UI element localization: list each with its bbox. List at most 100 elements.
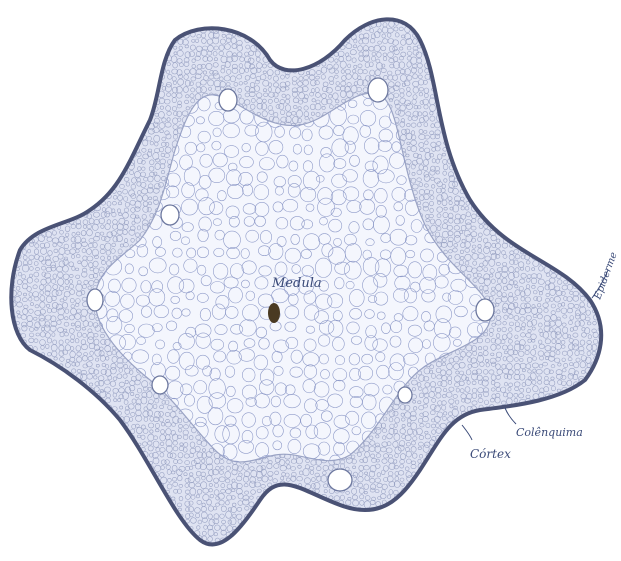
cell <box>81 87 87 93</box>
cell <box>6 130 9 133</box>
cell <box>137 119 142 123</box>
cell <box>539 244 543 248</box>
cell <box>550 159 554 163</box>
cell <box>100 57 105 62</box>
cell <box>16 28 20 32</box>
cell <box>70 152 76 157</box>
cell <box>100 128 105 132</box>
cell <box>119 101 122 104</box>
cell <box>112 52 116 56</box>
cell <box>472 88 478 94</box>
cell <box>42 142 46 146</box>
cell <box>112 20 118 27</box>
cell <box>147 33 153 40</box>
cell <box>88 154 94 159</box>
cell <box>323 44 329 49</box>
cell <box>537 202 541 206</box>
cell <box>491 194 497 199</box>
cell <box>498 100 502 104</box>
cell <box>227 23 230 26</box>
cell <box>521 40 525 44</box>
cell <box>35 94 40 98</box>
cell <box>333 15 339 21</box>
cell <box>11 39 16 43</box>
cell <box>10 15 15 20</box>
cell <box>299 40 303 44</box>
cell <box>600 179 603 182</box>
cell <box>508 97 514 104</box>
cell <box>15 157 21 162</box>
cell <box>273 37 279 44</box>
cell <box>35 122 39 126</box>
cell <box>84 197 88 200</box>
cell <box>576 189 579 193</box>
cell <box>16 94 22 99</box>
cell <box>44 99 50 104</box>
cell <box>527 190 531 194</box>
cell <box>108 129 112 133</box>
cell <box>376 8 381 12</box>
cell <box>507 173 511 177</box>
cell <box>65 46 70 51</box>
cell <box>449 113 453 116</box>
cell <box>592 112 598 118</box>
cell <box>9 167 14 171</box>
cell <box>33 134 39 140</box>
cell <box>16 194 20 198</box>
cell <box>381 8 386 13</box>
cell <box>83 22 88 27</box>
cell <box>550 189 556 195</box>
cell <box>557 16 560 20</box>
cell <box>533 123 539 128</box>
cell <box>40 52 43 55</box>
cell <box>534 15 537 19</box>
cell <box>586 202 592 207</box>
cell <box>42 17 46 21</box>
cell <box>524 31 530 36</box>
cell <box>9 189 14 194</box>
cell <box>18 153 21 157</box>
cell <box>502 116 508 123</box>
cell <box>569 113 573 116</box>
cell <box>504 178 509 183</box>
cell <box>452 129 458 134</box>
cell <box>498 124 502 129</box>
cell <box>593 147 597 152</box>
cell <box>602 193 608 200</box>
cell <box>474 38 478 42</box>
cell <box>495 117 499 120</box>
cell <box>46 183 51 188</box>
cell <box>494 63 499 68</box>
cell <box>27 184 32 189</box>
cell <box>579 137 584 141</box>
cell <box>521 9 524 12</box>
cell <box>10 33 16 38</box>
cell <box>600 76 605 81</box>
cell <box>430 21 436 28</box>
cell <box>197 16 202 20</box>
cell <box>563 50 568 55</box>
cell <box>329 8 334 12</box>
cell <box>53 100 57 105</box>
cell <box>533 119 538 123</box>
cell <box>508 111 513 117</box>
cell <box>29 146 34 151</box>
cell <box>580 141 584 144</box>
cell <box>593 190 598 194</box>
cell <box>552 62 555 66</box>
cell <box>27 173 30 177</box>
cell <box>555 118 559 122</box>
cell <box>516 129 520 133</box>
cell <box>472 20 476 24</box>
cell <box>490 134 495 140</box>
cell <box>442 71 446 75</box>
cell <box>184 16 188 19</box>
cell <box>561 243 567 248</box>
cell <box>23 86 28 91</box>
cell <box>11 91 17 97</box>
cell <box>495 44 501 51</box>
cell <box>611 9 617 15</box>
cell <box>562 136 567 141</box>
cell <box>95 25 100 31</box>
cell <box>538 56 542 60</box>
